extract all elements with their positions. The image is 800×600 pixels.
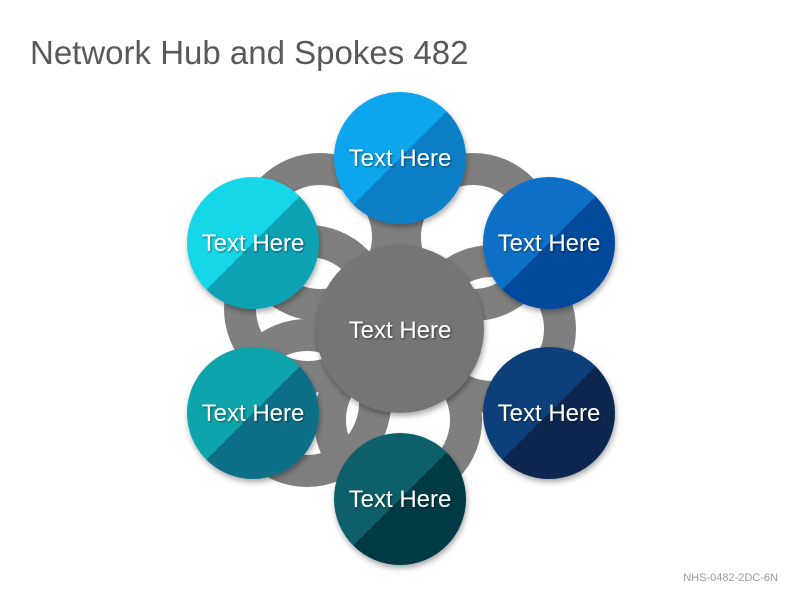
spoke-node: Text Here xyxy=(483,177,615,309)
spoke-label: Text Here xyxy=(349,486,452,513)
hub-disc xyxy=(316,245,484,413)
hub-circle: Text Here xyxy=(316,245,484,413)
spoke-node: Text Here xyxy=(187,177,319,309)
spoke-node: Text Here xyxy=(334,433,466,565)
spoke-node: Text Here xyxy=(187,347,319,479)
slide-code: NHS-0482-2DC-6N xyxy=(683,572,778,584)
spoke-label: Text Here xyxy=(202,400,305,427)
spoke-label: Text Here xyxy=(349,145,452,172)
spoke-node: Text Here xyxy=(483,347,615,479)
spoke-disc xyxy=(187,347,319,479)
spoke-disc xyxy=(334,433,466,565)
page-title: Network Hub and Spokes 482 xyxy=(30,34,469,71)
spoke-label: Text Here xyxy=(498,230,601,257)
spoke-node: Text Here xyxy=(334,92,466,224)
hub-label: Text Here xyxy=(349,317,452,344)
spoke-label: Text Here xyxy=(202,230,305,257)
spoke-disc xyxy=(334,92,466,224)
spoke-disc xyxy=(483,177,615,309)
spoke-disc xyxy=(187,177,319,309)
spoke-disc xyxy=(483,347,615,479)
spoke-label: Text Here xyxy=(498,400,601,427)
